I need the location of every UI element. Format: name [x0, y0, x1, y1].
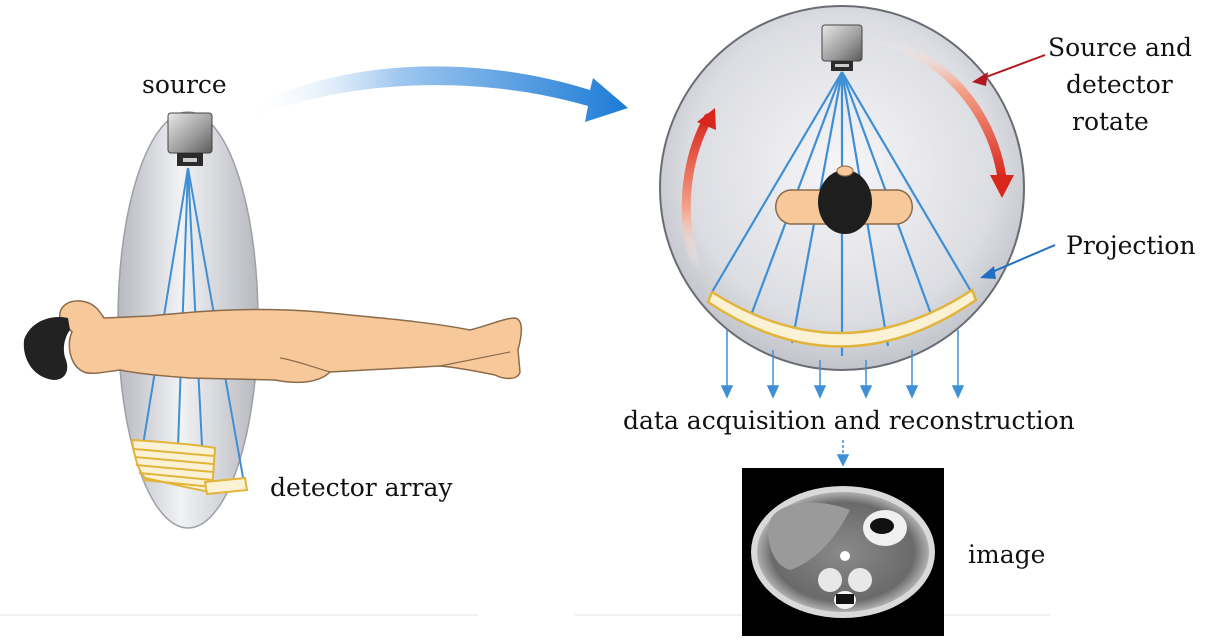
label-data-acquisition: data acquisition and reconstruction: [623, 406, 1075, 435]
annotation-arrows: [972, 54, 1056, 279]
rotate-arrows: [681, 33, 1014, 275]
label-source-rotate-2: detector: [1066, 70, 1173, 99]
data-arrows: [720, 330, 965, 467]
left-source-icon: [167, 112, 213, 166]
label-detector-array: detector array: [270, 473, 453, 502]
curved-detector: [706, 288, 978, 348]
label-image: image: [968, 540, 1045, 569]
label-source: source: [142, 70, 227, 99]
label-source-rotate-1: Source and: [1048, 33, 1192, 62]
right-gantry: [659, 5, 1025, 371]
label-source-rotate-3: rotate: [1072, 107, 1149, 136]
detector-array: [130, 438, 249, 496]
patient-figure: [23, 300, 523, 384]
patient-hair: [23, 316, 70, 380]
patient-top-view: [775, 165, 913, 234]
ct-image: [742, 468, 944, 636]
left-scanner: source detector array: [23, 70, 523, 529]
right-source-icon: [821, 24, 863, 71]
transition-arrow: [245, 66, 628, 122]
label-projection: Projection: [1066, 231, 1196, 260]
